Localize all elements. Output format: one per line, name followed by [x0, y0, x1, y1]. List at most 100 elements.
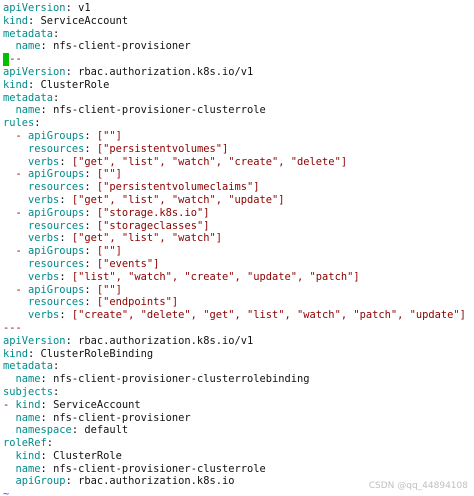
- yaml-value: ClusterRoleBinding: [40, 347, 154, 360]
- yaml-key: metadata: [3, 360, 54, 373]
- code-line: resources: ["storageclasses"]: [3, 220, 474, 233]
- yaml-separator: :: [40, 104, 54, 117]
- code-line: metadata:: [3, 360, 474, 373]
- indent: [3, 168, 16, 180]
- yaml-value: ["persistentvolumes"]: [96, 142, 229, 155]
- code-line: resources: ["persistentvolumes"]: [3, 143, 474, 156]
- yaml-key: name: [15, 104, 41, 117]
- indent: [3, 373, 16, 385]
- yaml-key: verbs: [28, 232, 60, 245]
- yaml-separator: :: [59, 270, 72, 283]
- yaml-key: resources: [28, 142, 85, 155]
- yaml-key: apiVersion: [3, 2, 66, 14]
- indent: [3, 463, 16, 475]
- code-line: apiGroup: rbac.authorization.k8s.io: [3, 475, 474, 488]
- yaml-value: rbac.authorization.k8s.io/v1: [78, 65, 254, 78]
- yaml-key: apiGroups: [28, 206, 85, 219]
- yaml-value: [""]: [96, 245, 122, 258]
- yaml-value: ["storage.k8s.io"]: [96, 206, 210, 219]
- yaml-separator: :: [28, 78, 41, 91]
- watermark: CSDN @qq_44894108: [368, 481, 468, 491]
- code-line: - apiGroups: [""]: [3, 168, 474, 181]
- yaml-value: ["endpoints"]: [96, 296, 179, 309]
- yaml-separator: :: [65, 65, 79, 78]
- yaml-separator: :: [59, 193, 72, 206]
- yaml-separator: :: [40, 411, 54, 424]
- code-line: resources: ["persistentvolumeclaims"]: [3, 181, 474, 194]
- yaml-key: kind: [3, 78, 29, 91]
- indent: [3, 309, 28, 321]
- list-dash: -: [15, 283, 29, 296]
- code-line: apiVersion: rbac.authorization.k8s.io/v1: [3, 335, 474, 348]
- code-line: - apiGroups: [""]: [3, 130, 474, 143]
- code-line: verbs: ["list", "watch", "create", "upda…: [3, 271, 474, 284]
- yaml-separator: :: [28, 14, 41, 27]
- yaml-key: resources: [28, 257, 85, 270]
- yaml-separator: :: [40, 398, 54, 411]
- yaml-separator: :: [40, 373, 54, 386]
- indent: [3, 130, 16, 142]
- yaml-key: rules: [3, 117, 35, 130]
- yaml-key: resources: [28, 219, 85, 232]
- code-line: name: nfs-client-provisioner-clusterrole: [3, 463, 474, 476]
- yaml-separator: :: [84, 245, 97, 258]
- yaml-separator: :: [40, 449, 54, 462]
- yaml-separator: :: [40, 40, 54, 53]
- yaml-value: ["list", "watch", "create", "update", "p…: [71, 270, 360, 283]
- yaml-separator: :: [65, 475, 79, 488]
- code-line: verbs: ["create", "delete", "get", "list…: [3, 309, 474, 322]
- yaml-key: subjects: [3, 385, 54, 398]
- indent: [3, 181, 28, 193]
- yaml-key: apiGroups: [28, 245, 85, 258]
- indent: [3, 245, 16, 257]
- yaml-value: nfs-client-provisioner-clusterrole: [53, 104, 266, 117]
- list-dash: -: [15, 129, 29, 142]
- indent: [3, 424, 16, 436]
- code-line: ~: [3, 488, 474, 496]
- code-line: verbs: ["get", "list", "watch"]: [3, 232, 474, 245]
- code-line: - apiGroups: ["storage.k8s.io"]: [3, 207, 474, 220]
- yaml-separator: :: [28, 347, 41, 360]
- yaml-separator: :: [59, 232, 72, 245]
- yaml-value: ["persistentvolumeclaims"]: [96, 181, 260, 194]
- code-line: metadata:: [3, 28, 474, 41]
- yaml-value: ServiceAccount: [40, 14, 129, 27]
- yaml-value: [""]: [96, 168, 122, 181]
- code-line: apiVersion: rbac.authorization.k8s.io/v1: [3, 66, 474, 79]
- yaml-separator: :: [53, 27, 60, 40]
- yaml-key: verbs: [28, 270, 60, 283]
- code-line: kind: ClusterRole: [3, 450, 474, 463]
- yaml-key: apiGroups: [28, 283, 85, 296]
- yaml-separator: :: [59, 309, 72, 322]
- yaml-key: kind: [3, 14, 29, 27]
- yaml-key: apiGroups: [28, 129, 85, 142]
- yaml-separator: :: [84, 296, 97, 309]
- yaml-key: kind: [3, 347, 29, 360]
- code-line: - apiGroups: [""]: [3, 245, 474, 258]
- yaml-separator: :: [40, 462, 54, 475]
- yaml-separator: :: [71, 424, 85, 437]
- indent: [3, 207, 16, 219]
- indent: [3, 156, 28, 168]
- indent: [3, 220, 28, 232]
- yaml-value: ["get", "list", "watch", "update"]: [71, 193, 285, 206]
- yaml-separator: :: [84, 219, 97, 232]
- yaml-separator: :: [84, 206, 97, 219]
- yaml-separator: :: [65, 2, 79, 14]
- code-line: kind: ClusterRoleBinding: [3, 348, 474, 361]
- document-separator: ---: [3, 321, 22, 334]
- code-line: kind: ServiceAccount: [3, 15, 474, 28]
- indent: [3, 450, 16, 462]
- indent: [3, 284, 16, 296]
- code-line: - kind: ServiceAccount: [3, 399, 474, 412]
- code-line: name: nfs-client-provisioner-clusterrole: [3, 104, 474, 117]
- yaml-value: ["get", "list", "watch", "create", "dele…: [71, 155, 348, 168]
- yaml-separator: :: [53, 91, 60, 104]
- empty-line-tilde: ~: [3, 488, 10, 496]
- code-line: namespace: default: [3, 424, 474, 437]
- indent: [3, 412, 16, 424]
- code-line: resources: ["events"]: [3, 258, 474, 271]
- code-line: name: nfs-client-provisioner-clusterrole…: [3, 373, 474, 386]
